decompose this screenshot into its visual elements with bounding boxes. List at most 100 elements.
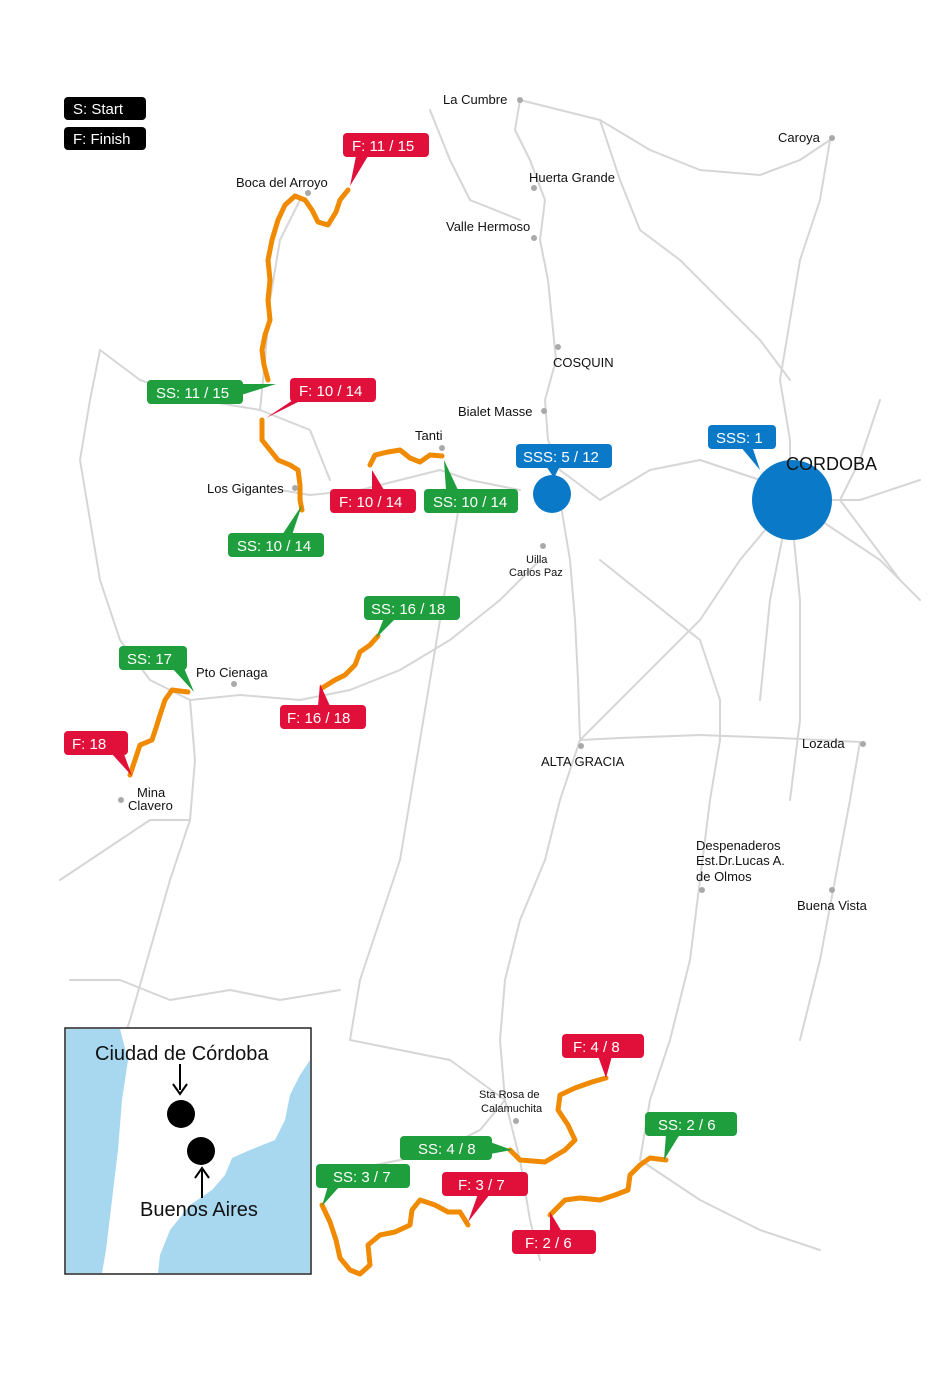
marker-tag — [280, 705, 366, 729]
marker-label: F: 2 / 6 — [525, 1235, 572, 1252]
town-label: Pto Cienaga — [196, 665, 268, 680]
town-label: Boca del Arroyo — [236, 175, 328, 190]
town-dots — [118, 97, 866, 1124]
marker-label: F: 10 / 14 — [299, 383, 362, 400]
legend-start-label: S: Start — [73, 101, 124, 118]
town-dot — [829, 135, 835, 141]
town-dot — [540, 543, 546, 549]
marker-label: SS: 17 — [127, 651, 172, 668]
ss-marker[interactable]: SS: 17 — [119, 646, 194, 692]
town-label: Tanti — [415, 428, 443, 443]
finish-marker[interactable]: F: 4 / 8 — [562, 1034, 644, 1078]
ss-marker[interactable]: SS: 11 / 15 — [147, 380, 276, 404]
ss-marker[interactable]: SS: 10 / 14 — [228, 505, 324, 557]
marker-pointer — [376, 618, 396, 638]
sss-marker[interactable]: SSS: 5 / 12 — [516, 444, 612, 478]
sss-marker[interactable]: SSS: 1 — [708, 425, 776, 470]
town-dot — [860, 741, 866, 747]
marker-pointer — [112, 754, 132, 776]
town-label: COSQUIN — [553, 355, 614, 370]
ss-marker[interactable]: SS: 2 / 6 — [645, 1112, 737, 1160]
stage-route-10-14-west — [259, 417, 305, 513]
finish-marker[interactable]: F: 3 / 7 — [442, 1172, 528, 1222]
town-dot — [699, 887, 705, 893]
town-label: Huerta Grande — [529, 170, 615, 185]
town-label: de Olmos — [696, 869, 752, 884]
town-dot — [517, 97, 523, 103]
stage-route-10-14-tanti — [367, 447, 445, 468]
town-dot — [541, 408, 547, 414]
stage-route-4-8 — [507, 1075, 609, 1165]
town-dot — [578, 743, 584, 749]
marker-tag — [290, 378, 376, 402]
town-label: Calamuchita — [481, 1103, 543, 1115]
town-dot — [513, 1118, 519, 1124]
marker-tag — [330, 489, 416, 513]
town-dot — [305, 190, 311, 196]
marker-pointer — [350, 156, 368, 186]
marker-label: SS: 11 / 15 — [156, 385, 229, 402]
stage-route-16-18 — [319, 633, 381, 691]
marker-pointer — [322, 1186, 340, 1206]
inset-city-top-dot — [167, 1100, 195, 1128]
marker-tag — [516, 444, 612, 468]
inset-arrowhead-top — [172, 1083, 188, 1096]
marker-tag — [400, 1136, 492, 1160]
marker-tag — [147, 380, 243, 404]
town-label: Clavero — [128, 798, 173, 813]
marker-label: SSS: 5 / 12 — [523, 449, 599, 466]
marker-label: SS: 10 / 14 — [433, 494, 507, 511]
ss-marker[interactable]: SS: 3 / 7 — [316, 1164, 410, 1206]
town-label: CORDOBA — [786, 454, 877, 474]
sss-area-carlos-paz[interactable] — [533, 475, 571, 513]
legend-start-badge — [64, 97, 146, 120]
town-label: Mina — [137, 785, 166, 800]
ss-marker[interactable]: SS: 4 / 8 — [400, 1136, 512, 1160]
town-dot — [829, 887, 835, 893]
marker-pointer — [172, 668, 194, 692]
finish-marker[interactable]: F: 16 / 18 — [280, 684, 366, 729]
marker-label: F: 3 / 7 — [458, 1177, 505, 1194]
inset-city-bottom-label: Buenos Aires — [140, 1199, 258, 1221]
finish-marker[interactable]: F: 2 / 6 — [512, 1212, 596, 1254]
marker-label: F: 18 — [72, 736, 106, 753]
marker-pointer — [664, 1134, 680, 1160]
marker-tag — [645, 1112, 737, 1136]
town-dot — [118, 797, 124, 803]
marker-tag — [442, 1172, 528, 1196]
town-label: Carlos Paz — [509, 567, 563, 579]
finish-marker[interactable]: F: 18 — [64, 731, 132, 776]
town-label: Buena Vista — [797, 898, 868, 913]
town-dot — [231, 681, 237, 687]
town-dot — [292, 485, 298, 491]
town-labels: La Cumbre Caroya Huerta Grande Boca del … — [128, 92, 877, 1115]
town-dot — [439, 445, 445, 451]
marker-label: SSS: 1 — [716, 430, 763, 447]
stage-routes — [127, 187, 669, 1277]
sss-area-cordoba[interactable] — [752, 460, 832, 540]
town-dot — [531, 185, 537, 191]
inset-map: Ciudad de Córdoba Buenos Aires — [64, 1027, 312, 1275]
town-dot — [555, 344, 561, 350]
marker-pointer — [550, 1212, 562, 1232]
ss-marker[interactable]: SS: 10 / 14 — [424, 460, 518, 513]
town-label: Uilla — [526, 554, 548, 566]
stage-route-11-15 — [259, 187, 351, 383]
marker-label: SS: 10 / 14 — [237, 538, 311, 555]
town-label: Los Gigantes — [207, 481, 284, 496]
finish-marker[interactable]: F: 10 / 14 — [330, 470, 416, 513]
ss-marker[interactable]: SS: 16 / 18 — [364, 596, 460, 638]
marker-pointer — [238, 384, 276, 396]
marker-pointer — [444, 460, 458, 490]
finish-marker[interactable]: F: 11 / 15 — [343, 133, 429, 186]
marker-pointer — [266, 398, 306, 418]
marker-label: F: 10 / 14 — [339, 494, 402, 511]
town-label: Caroya — [778, 130, 821, 145]
marker-label: F: 16 / 18 — [287, 710, 350, 727]
marker-pointer — [598, 1056, 612, 1078]
marker-label: SS: 3 / 7 — [333, 1169, 391, 1186]
town-label: Sta Rosa de — [479, 1089, 540, 1101]
legend-finish-label: F: Finish — [73, 131, 131, 148]
finish-marker[interactable]: F: 10 / 14 — [266, 378, 376, 418]
